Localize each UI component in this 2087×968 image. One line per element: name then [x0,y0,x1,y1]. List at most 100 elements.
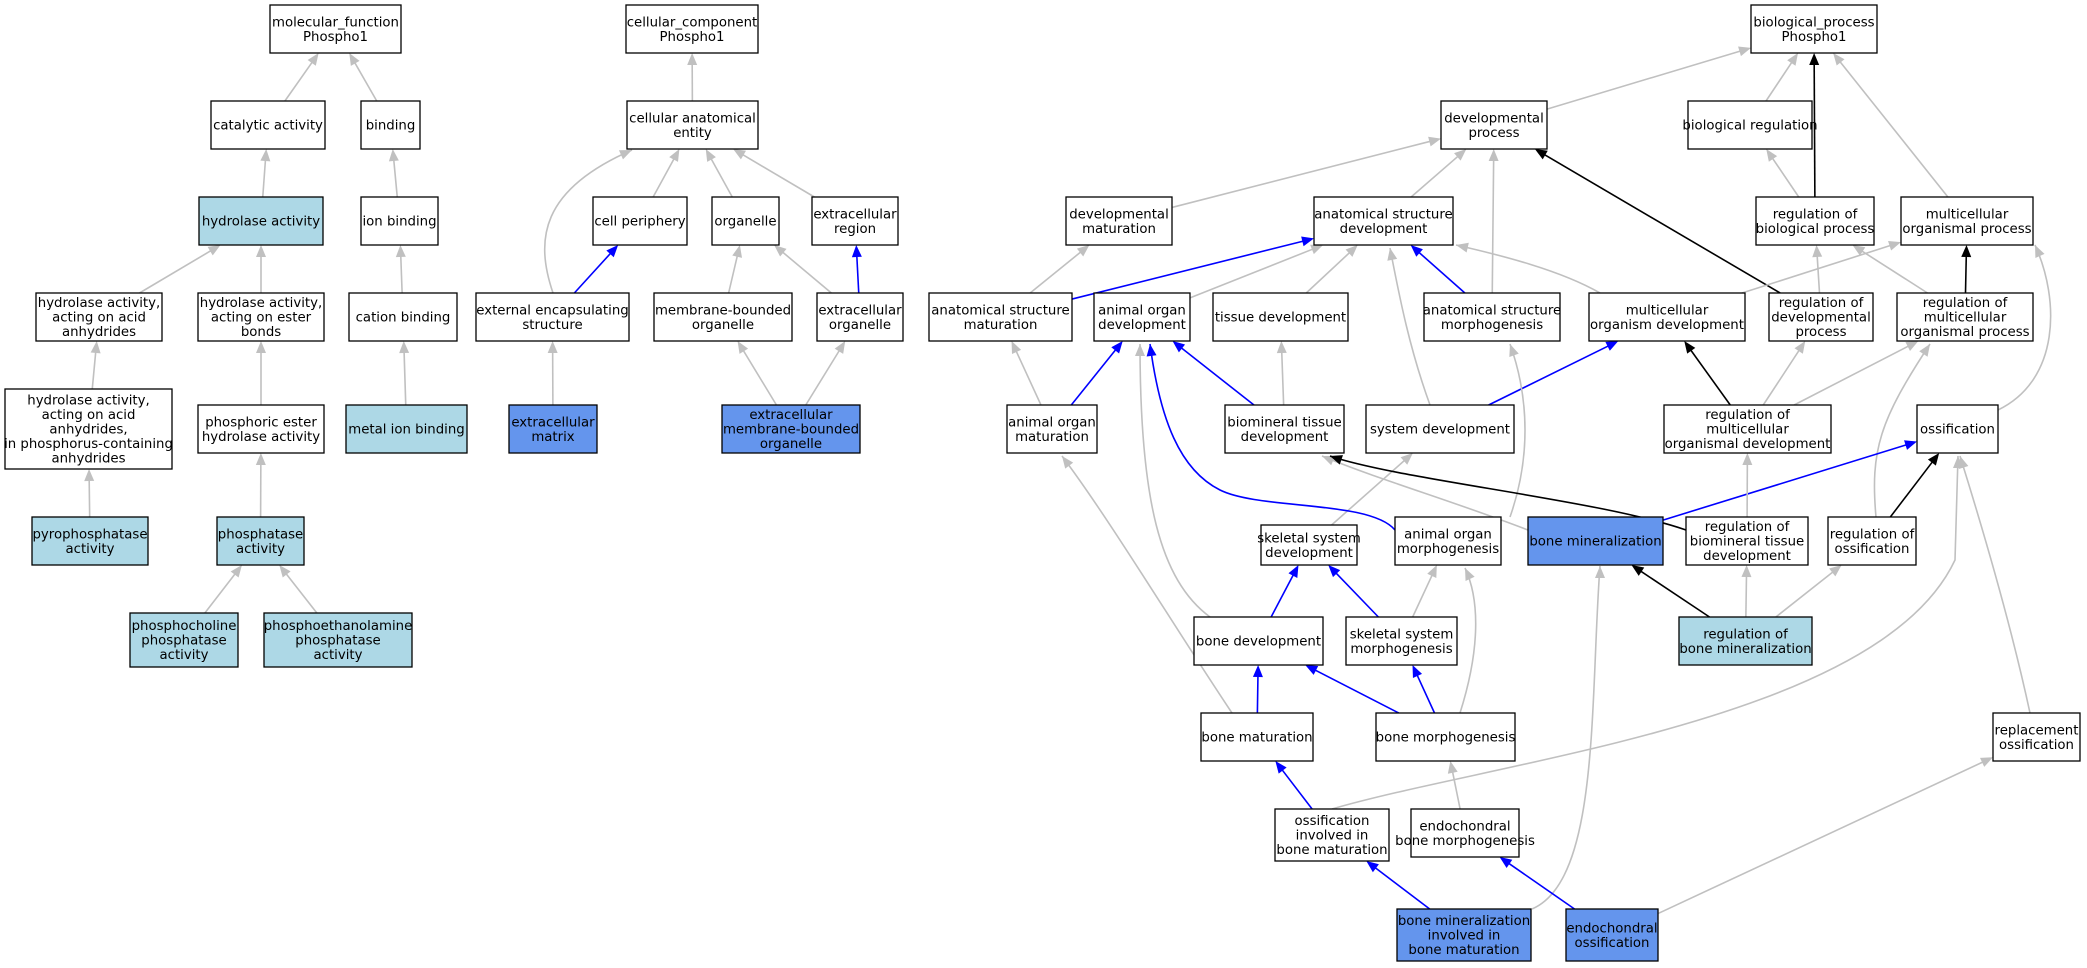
term-node-catb[interactable]: cation binding [348,292,458,342]
term-node-hyd[interactable]: hydrolase activity [198,196,324,246]
term-node-oss[interactable]: ossification [1916,404,1999,454]
edge-rdp-to-devp [1534,149,1781,294]
term-node-cat[interactable]: catalytic activity [210,100,326,150]
edge-arrowhead [1412,665,1423,678]
term-box [197,292,325,342]
term-label-line: process [1468,126,1519,141]
term-node-breg[interactable]: biological regulation [1682,100,1818,150]
edge-cat-to-mf [284,53,319,102]
edge-mop-to-bp [1833,53,1949,198]
edge-arrowhead [732,245,743,258]
term-box [197,404,325,454]
term-node-bmin[interactable]: bone mineralization [1527,516,1664,566]
term-label-line: skeletal system [1350,627,1454,642]
term-node-bmorph[interactable]: bone morphogenesis [1375,712,1516,762]
term-node-bmat[interactable]: bone maturation [1200,712,1314,762]
edge-arrowhead [1011,341,1022,354]
edge-line [709,157,733,198]
term-node-cper[interactable]: cell periphery [592,196,688,246]
term-label-line: bone maturation [1201,731,1312,746]
term-box [592,196,688,246]
edge-arrowhead [1366,861,1379,873]
term-label-line: extracellular [818,303,902,318]
term-node-hydpca[interactable]: hydrolase activity,acting on acidanhydri… [4,388,173,470]
term-label-line: replacement [1995,723,2079,738]
term-node-metb[interactable]: metal ion binding [345,404,468,454]
term-label-line: activity [65,542,114,557]
term-label-line: structure [522,318,582,333]
term-box [1900,196,2034,246]
edge-arrowhead [1833,53,1845,66]
edge-arrowhead [1919,344,1930,357]
term-node-hydaa[interactable]: hydrolase activity,acting on acidanhydri… [35,292,163,342]
term-label-line: development [1241,430,1329,445]
term-label-line: animal organ [1008,415,1096,430]
edge-line [284,572,318,614]
term-node-td[interactable]: tissue development [1212,292,1349,342]
edge-phos-to-phe [255,453,266,518]
term-node-org[interactable]: organelle [711,196,780,246]
edge-phe-to-hydeb [256,341,266,405]
term-node-bd[interactable]: bone development [1193,616,1324,666]
term-node-bind[interactable]: binding [360,100,421,150]
term-box [1588,292,1746,342]
term-box [360,196,439,246]
term-label-line: morphogenesis [1397,542,1499,557]
term-box [721,404,861,454]
term-label-line: extracellular [813,207,897,222]
term-label-line: tissue development [1215,311,1346,326]
term-node-sd[interactable]: system development [1365,404,1515,454]
term-label-line: region [834,222,876,237]
edge-rbm-to-rbtd [1741,565,1752,618]
edge-rbp-to-bp [1809,53,1820,198]
edge-rbm-to-ross [1775,565,1842,618]
edge-line [1689,348,1731,406]
edge-arrowhead [1428,136,1441,147]
term-node-ionb[interactable]: ion binding [360,196,439,246]
edge-arrowhead [1454,149,1467,161]
edge-arrowhead [1310,244,1324,255]
edge-arrowhead [1809,53,1820,66]
